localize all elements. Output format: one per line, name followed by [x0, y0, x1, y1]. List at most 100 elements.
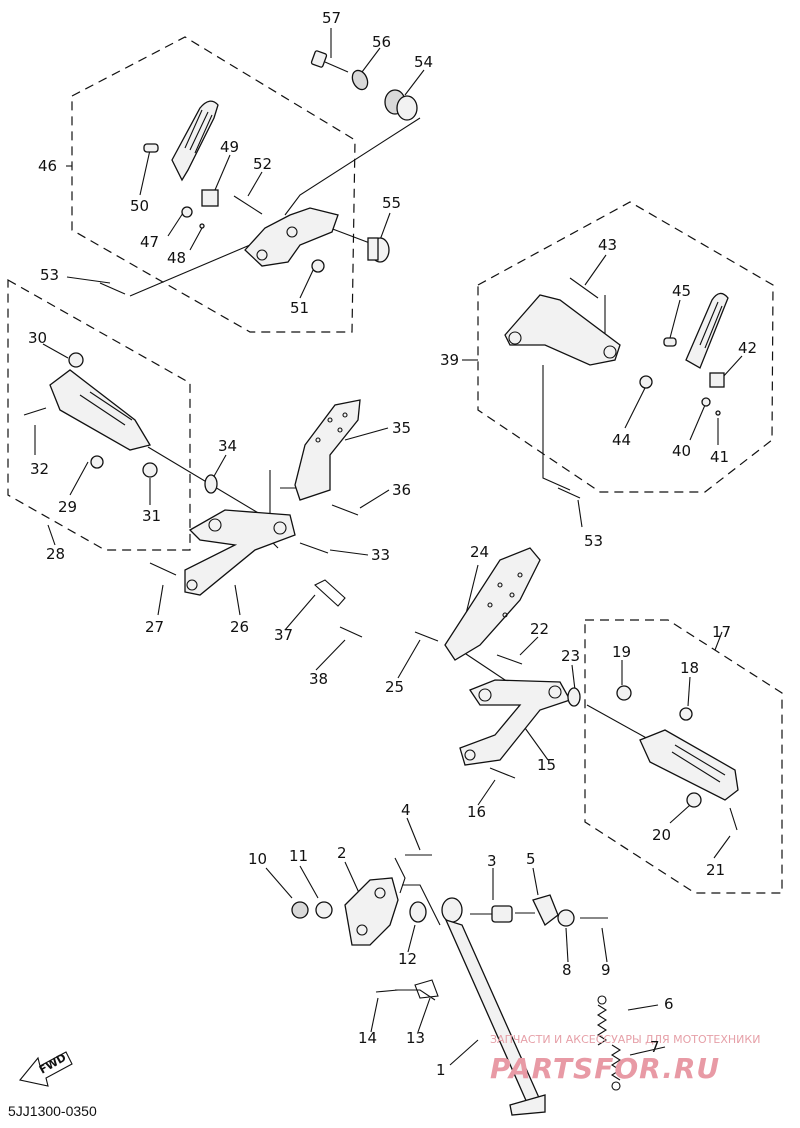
part-43-bolt — [569, 277, 599, 299]
callout-56: 56 — [372, 33, 391, 51]
callout-39: 39 — [440, 351, 459, 369]
callout-27: 27 — [145, 618, 164, 636]
part-30-pin — [68, 352, 84, 368]
part-32-bolt — [23, 407, 47, 416]
callout-24: 24 — [470, 543, 489, 561]
callout-7: 7 — [650, 1038, 660, 1056]
part-49-plate — [201, 189, 219, 207]
callout-36: 36 — [392, 481, 411, 499]
part-28-footpeg — [49, 369, 152, 451]
callout-57: 57 — [322, 9, 341, 27]
part-24-heel-guard — [444, 547, 541, 661]
part-16-bolt — [489, 767, 516, 779]
group-outline-17 — [584, 619, 783, 894]
callout-23: 23 — [561, 647, 580, 665]
callout-18: 18 — [680, 659, 699, 677]
callout-40: 40 — [672, 442, 691, 460]
callout-numbers: 57 56 54 46 49 52 50 55 47 48 53 51 43 4… — [28, 9, 757, 1079]
part-29-spring — [90, 455, 104, 469]
callout-21: 21 — [706, 861, 725, 879]
callout-45: 45 — [672, 282, 691, 300]
part-44-nut — [639, 375, 653, 389]
callout-31: 31 — [142, 507, 161, 525]
callout-34: 34 — [218, 437, 237, 455]
watermark: ЗАПЧАСТИ И АКСЕССУАРЫ ДЛЯ МОТОТЕХНИКИ PA… — [490, 1033, 760, 1085]
callout-46: 46 — [38, 157, 57, 175]
callout-54: 54 — [414, 53, 433, 71]
callout-44: 44 — [612, 431, 631, 449]
callout-22: 22 — [530, 620, 549, 638]
part-2-bracket — [344, 877, 399, 946]
part-27-bolt — [149, 562, 177, 576]
watermark-brand: PARTSFOR.RU — [490, 1052, 720, 1085]
callout-52: 52 — [253, 155, 272, 173]
callout-53-right: 53 — [584, 532, 603, 550]
part-5-plate — [532, 894, 559, 927]
part-45-pin — [663, 337, 677, 347]
callout-41: 41 — [710, 448, 729, 466]
part-23-washer — [567, 687, 581, 707]
callout-48: 48 — [167, 249, 186, 267]
part-3-pivot-bolt — [470, 905, 513, 923]
part-10-nut — [291, 901, 309, 919]
group-outline-46 — [71, 36, 356, 333]
callout-17: 17 — [712, 623, 731, 641]
part-39-bracket — [504, 294, 621, 366]
part-42-plate — [709, 372, 725, 388]
part-57-bolt — [310, 50, 349, 73]
part-47-ball — [181, 206, 193, 218]
part-51-nut — [311, 259, 325, 273]
callout-3: 3 — [487, 852, 497, 870]
callout-42: 42 — [738, 339, 757, 357]
callout-47: 47 — [140, 233, 159, 251]
callout-9: 9 — [601, 961, 611, 979]
part-8-washer — [557, 909, 575, 927]
part-45-footpeg — [685, 292, 729, 369]
callout-50: 50 — [130, 197, 149, 215]
part-shapes — [23, 50, 739, 1116]
callout-53-top: 53 — [40, 266, 59, 284]
part-50-pin — [143, 143, 159, 153]
callout-13: 13 — [406, 1029, 425, 1047]
part-6-spring — [596, 995, 608, 1046]
part-12-washer — [409, 901, 427, 923]
fwd-direction-arrow: FWD — [19, 1051, 73, 1087]
part-40-ball — [701, 397, 711, 407]
callout-19: 19 — [612, 643, 631, 661]
callout-10: 10 — [248, 850, 267, 868]
part-41-spring — [715, 410, 721, 416]
callout-35: 35 — [392, 419, 411, 437]
part-13-switch — [414, 979, 439, 999]
part-31-washer — [142, 462, 158, 478]
callout-30: 30 — [28, 329, 47, 347]
group-outline-28 — [7, 278, 191, 551]
part-bracket-top — [244, 207, 339, 267]
part-36-bolt — [331, 504, 359, 516]
part-38-bolt — [339, 626, 363, 638]
part-34-washer — [204, 474, 218, 494]
part-20-washer — [686, 792, 702, 808]
callout-33: 33 — [371, 546, 390, 564]
callout-29: 29 — [58, 498, 77, 516]
callout-4: 4 — [401, 801, 411, 819]
part-53a-bolt — [99, 282, 126, 295]
callout-55: 55 — [382, 194, 401, 212]
callout-14: 14 — [358, 1029, 377, 1047]
part-18-spring — [679, 707, 693, 721]
callout-15: 15 — [537, 756, 556, 774]
part-53b-bolt — [557, 487, 581, 499]
callout-20: 20 — [652, 826, 671, 844]
callout-25: 25 — [385, 678, 404, 696]
callout-1: 1 — [436, 1061, 446, 1079]
callout-38: 38 — [309, 670, 328, 688]
part-56-washer — [351, 69, 369, 91]
drawing-code: 5JJ1300-0350 — [8, 1103, 97, 1119]
part-55-cap — [367, 237, 390, 263]
part-25-bolt — [414, 631, 439, 642]
part-33-bolt — [299, 542, 329, 554]
part-26-bracket — [184, 509, 296, 596]
callout-6: 6 — [664, 995, 674, 1013]
part-14-bolt — [375, 989, 399, 993]
callout-16: 16 — [467, 803, 486, 821]
